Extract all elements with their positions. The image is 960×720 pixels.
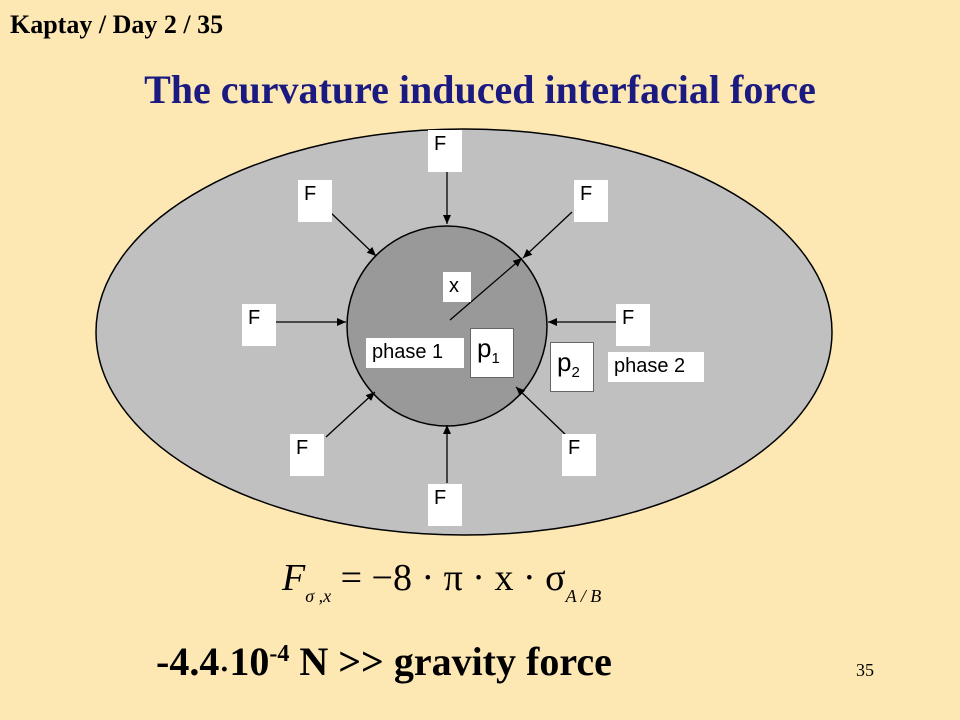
force-label-top: F — [428, 130, 462, 172]
force-arrow-top-right — [522, 211, 573, 259]
pressure-p2-base: p — [557, 347, 572, 377]
slide-header: Kaptay / Day 2 / 35 — [10, 10, 224, 39]
formula-rhs-subscript: A / B — [565, 586, 602, 606]
radius-label: x — [443, 272, 471, 302]
slide-title: The curvature induced interfacial force — [144, 67, 816, 112]
phase1-label: phase 1 — [366, 338, 464, 368]
result-tail: N >> gravity force — [289, 639, 612, 684]
formula-rhs: = −8 · π · x · σ — [340, 557, 566, 599]
result-exponent: -4 — [269, 641, 290, 667]
result-dot: · — [219, 653, 230, 686]
result-base: 10 — [229, 639, 270, 684]
pressure-p1-sub: 1 — [491, 350, 500, 368]
formula-lhs-subscript: σ ,x — [305, 586, 332, 606]
radius-arrow — [449, 257, 523, 321]
force-label-bottom: F — [428, 484, 462, 526]
force-label-left: F — [242, 304, 276, 346]
force-label-bottom-right: F — [562, 434, 596, 476]
force-formula: Fσ ,x = −8 · π · x · σA / B — [282, 556, 622, 606]
result-statement: -4.4·10-4 N >> gravity force — [156, 638, 612, 687]
formula-lhs: F — [282, 557, 306, 599]
force-label-right: F — [616, 304, 650, 346]
pressure-p1-label: p1 — [470, 328, 514, 378]
force-label-top-left: F — [298, 180, 332, 222]
pressure-p1-base: p — [477, 333, 492, 363]
pressure-p2-label: p2 — [550, 342, 594, 392]
pressure-p2-sub: 2 — [571, 364, 580, 382]
phase2-label: phase 2 — [608, 352, 704, 382]
inner-phase-circle — [346, 225, 548, 427]
force-arrow-bottom-right — [515, 386, 569, 438]
force-label-bottom-left: F — [290, 434, 324, 476]
force-label-top-right: F — [574, 180, 608, 222]
force-arrow-bottom-left — [325, 391, 376, 438]
page-number: 35 — [856, 660, 874, 680]
result-mantissa: -4.4 — [156, 639, 220, 684]
force-arrow-top-left — [329, 211, 377, 257]
